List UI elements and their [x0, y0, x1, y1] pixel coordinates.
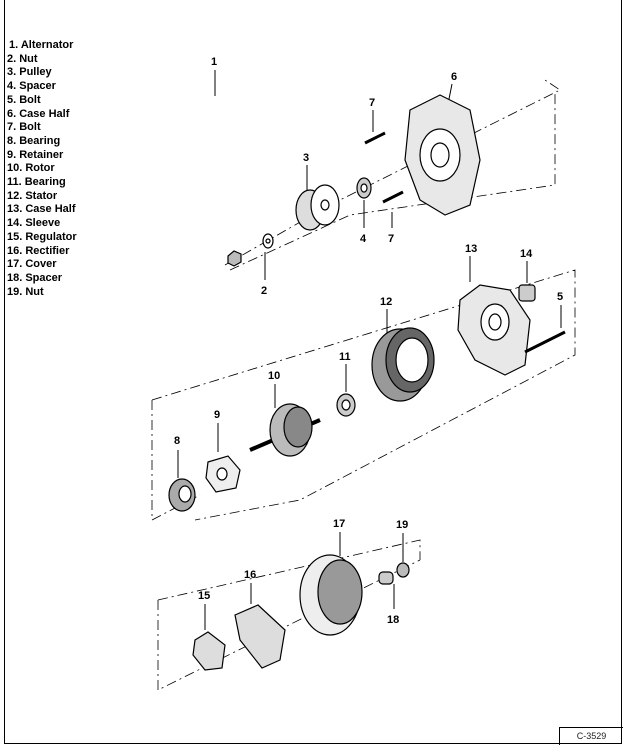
cover [299, 554, 363, 636]
regulator [192, 631, 226, 671]
lower-group-box [157, 539, 421, 691]
legend-item: 15. Regulator [7, 230, 77, 243]
retainer [205, 455, 241, 493]
callout-4: 4 [360, 233, 367, 245]
bolt-lower [382, 190, 404, 204]
callout-12: 12 [380, 296, 392, 308]
figure-frame [4, 0, 622, 744]
callout-19: 19 [396, 519, 408, 531]
case-half-rear [457, 284, 531, 376]
callout-14: 14 [520, 248, 533, 260]
long-bolt [524, 330, 566, 354]
legend-item: 12. Stator [7, 189, 58, 202]
leader-lines [177, 70, 562, 630]
parts-legend: 1. Alternator 2. Nut 3. Pulley 4. Spacer… [7, 39, 77, 299]
bearing-front [168, 478, 196, 512]
callout-6: 6 [451, 71, 457, 83]
legend-item: 10. Rotor [7, 162, 55, 175]
middle-group-box [151, 269, 576, 521]
legend-item: 13. Case Half [7, 203, 76, 216]
legend-item: 17. Cover [7, 258, 57, 271]
nut-front [227, 250, 242, 267]
pulley [295, 184, 340, 231]
callout-18: 18 [387, 614, 399, 626]
spacer-front [356, 177, 372, 199]
bearing-rear [336, 393, 356, 417]
legend-item: 1. Alternator [9, 39, 74, 51]
rotor [249, 403, 321, 457]
legend-item: 11. Bearing [7, 176, 66, 189]
callout-5: 5 [557, 291, 563, 303]
callout-labels: 1 6 7 3 4 7 2 13 14 5 12 11 10 9 8 17 19… [174, 56, 563, 626]
legend-item: 7. Bolt [7, 121, 41, 134]
legend-item: 8. Bearing [7, 134, 61, 147]
callout-2: 2 [261, 285, 267, 297]
spacer-rear [378, 571, 394, 585]
case-half-front [404, 94, 481, 216]
bolt-upper [364, 131, 386, 145]
nut-rear [396, 562, 410, 578]
stator [371, 327, 435, 402]
callout-17: 17 [333, 518, 345, 530]
legend-item: 16. Rectifier [7, 244, 70, 257]
legend-item: 5. Bolt [7, 93, 41, 106]
legend-item: 18. Spacer [7, 271, 63, 284]
callout-16: 16 [244, 569, 256, 581]
sleeve [518, 284, 536, 302]
legend-item: 2. Nut [7, 52, 38, 65]
callout-3: 3 [303, 152, 309, 164]
callout-9: 9 [214, 409, 220, 421]
callout-15: 15 [198, 590, 210, 602]
callout-13: 13 [465, 243, 477, 255]
legend-item: 19. Nut [7, 285, 44, 298]
callout-1: 1 [211, 56, 217, 68]
callout-7: 7 [388, 233, 394, 245]
legend-item: 14. Sleeve [7, 217, 61, 230]
rectifier [234, 604, 286, 669]
callout-8: 8 [174, 435, 180, 447]
legend-item: 9. Retainer [7, 148, 64, 161]
figure-code: C-3529 [559, 727, 623, 745]
legend-item: 4. Spacer [7, 80, 56, 93]
legend-item: 6. Case Half [7, 107, 70, 120]
callout-11: 11 [339, 351, 351, 363]
legend-item: 3. Pulley [7, 66, 52, 79]
washer [262, 233, 274, 249]
callout-10: 10 [268, 370, 280, 382]
callout-7: 7 [369, 97, 375, 109]
